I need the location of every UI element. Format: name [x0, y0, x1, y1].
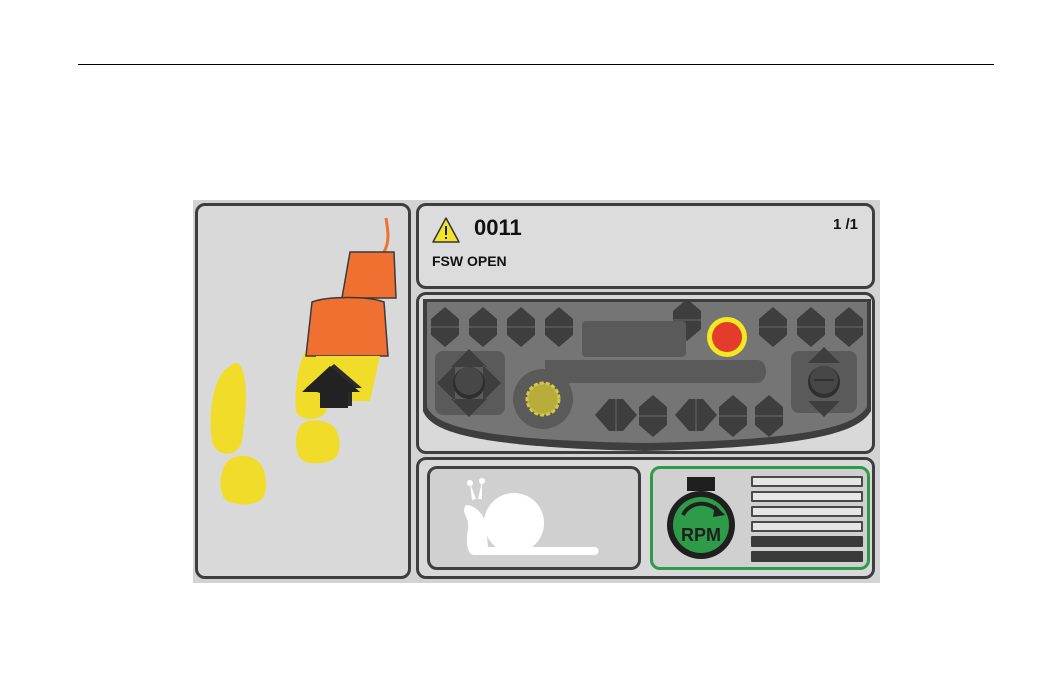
stop-button-icon — [712, 322, 742, 352]
footprint-left-icon — [211, 363, 266, 505]
alarm-panel: 0011 1 /1 FSW OPEN — [416, 203, 875, 289]
remote-control-icon — [419, 295, 872, 451]
header-rule — [78, 64, 994, 65]
rpm-level-bar-filled — [751, 551, 863, 562]
rpm-label: RPM — [681, 525, 721, 545]
rpm-level-bar — [751, 521, 863, 532]
alarm-message: FSW OPEN — [432, 253, 507, 269]
page-indicator: 1 /1 — [833, 216, 858, 233]
rpm-box[interactable]: RPM — [650, 466, 870, 570]
foot-pedal-icon — [306, 218, 396, 401]
pedal-illustration — [198, 206, 408, 576]
alarm-code: 0011 — [474, 215, 522, 241]
slow-speed-box[interactable] — [427, 466, 641, 570]
rpm-level-bar-filled — [751, 536, 863, 547]
rpm-level-bar — [751, 506, 863, 517]
warning-triangle-icon — [431, 216, 461, 244]
rpm-level-bar — [751, 491, 863, 502]
pedal-panel — [195, 203, 411, 579]
speed-panel: RPM — [416, 457, 875, 579]
engine-rpm-icon: RPM — [653, 469, 749, 567]
rpm-level-bars — [751, 476, 863, 566]
remote-panel — [416, 292, 875, 454]
snail-slow-speed-icon — [430, 469, 638, 567]
control-display: 0011 1 /1 FSW OPEN — [193, 200, 880, 583]
rpm-level-bar — [751, 476, 863, 487]
